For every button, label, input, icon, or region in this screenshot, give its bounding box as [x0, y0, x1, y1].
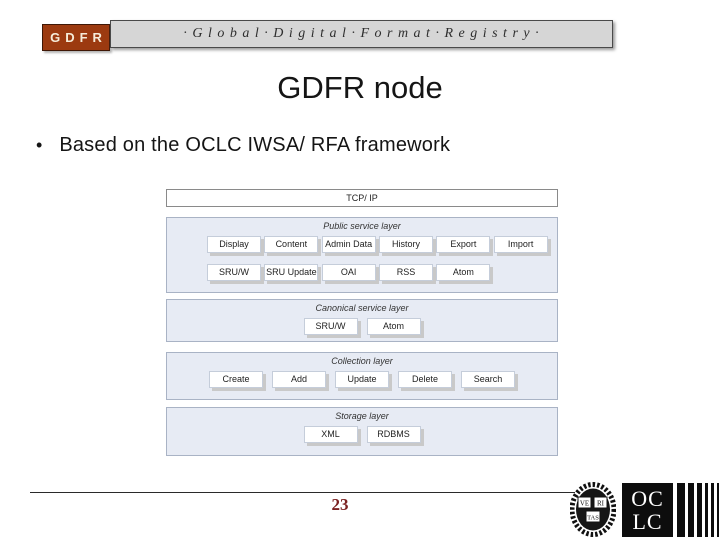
service-box-xml: XML: [303, 426, 358, 443]
barcode-bar: [717, 483, 719, 537]
service-box-rss: RSS: [378, 264, 433, 281]
bullet-marker: •: [36, 135, 43, 155]
service-box-history: History: [378, 236, 433, 253]
seal-text-tas: TAS: [587, 515, 599, 522]
veritas-seal-logo: VE RI TAS: [569, 482, 617, 542]
service-box-oai: OAI: [321, 264, 376, 281]
service-box-atom: Atom: [366, 318, 421, 335]
service-box-delete: Delete: [398, 371, 452, 388]
layer-label: Public service layer: [323, 221, 401, 231]
layer-label: Collection layer: [331, 356, 393, 366]
service-button-row: XML RDBMS: [167, 426, 557, 443]
barcode-bar: [677, 483, 685, 537]
header-banner: GDFR · G l o b a l · D i g i t a l · F o…: [42, 20, 613, 51]
tcp-layer-box: TCP/ IP: [166, 189, 558, 207]
oclc-logo-line2: LC: [632, 509, 663, 534]
service-box-update: Update: [335, 371, 389, 388]
layer-label: Canonical service layer: [315, 303, 409, 313]
service-box-display: Display: [207, 236, 261, 253]
oclc-logo: OC LC: [622, 483, 673, 537]
page-number: 23: [331, 495, 349, 514]
bullet-item: • Based on the OCLC IWSA/ RFA framework: [36, 132, 450, 158]
barcode-bar: [711, 483, 714, 537]
barcode-bar: [697, 483, 702, 537]
gdfr-logo: GDFR: [42, 24, 110, 51]
oclc-barcode-icon: [677, 483, 720, 537]
service-button-row: SRU/W Atom: [167, 318, 557, 335]
banner-text: · G l o b a l · D i g i t a l · F o r m …: [183, 26, 540, 41]
service-box-search: Search: [461, 371, 515, 388]
service-box-add: Add: [272, 371, 326, 388]
service-box-admin-data: Admin Data: [321, 236, 376, 253]
oclc-logo-line1: OC: [631, 486, 664, 511]
barcode-bar: [688, 483, 694, 537]
slide-title: GDFR node: [277, 70, 443, 105]
service-box-import: Import: [493, 236, 548, 253]
seal-text-ri: RI: [597, 500, 605, 508]
layer-label: Storage layer: [335, 411, 389, 421]
gdfr-logo-text: GDFR: [50, 30, 107, 45]
seal-icon: VE RI TAS: [569, 482, 617, 537]
service-box-export: Export: [436, 236, 491, 253]
service-box-rdbms: RDBMS: [366, 426, 421, 443]
tcp-label: TCP/ IP: [346, 193, 378, 203]
service-box-sru-w: SRU/W: [303, 318, 358, 335]
barcode-bar: [705, 483, 708, 537]
bullet-text: Based on the OCLC IWSA/ RFA framework: [59, 134, 451, 156]
service-box-create: Create: [209, 371, 263, 388]
seal-text-ve: VE: [580, 500, 589, 508]
footer-divider: [30, 492, 575, 493]
banner-bar: · G l o b a l · D i g i t a l · F o r m …: [110, 20, 613, 48]
service-box-content: Content: [264, 236, 319, 253]
service-box-sru-w: SRU/W: [207, 264, 261, 281]
service-button-row: Create Add Update Delete Search: [167, 371, 557, 388]
service-box-sru-update: SRU Update: [264, 264, 319, 281]
service-box-atom: Atom: [436, 264, 491, 281]
